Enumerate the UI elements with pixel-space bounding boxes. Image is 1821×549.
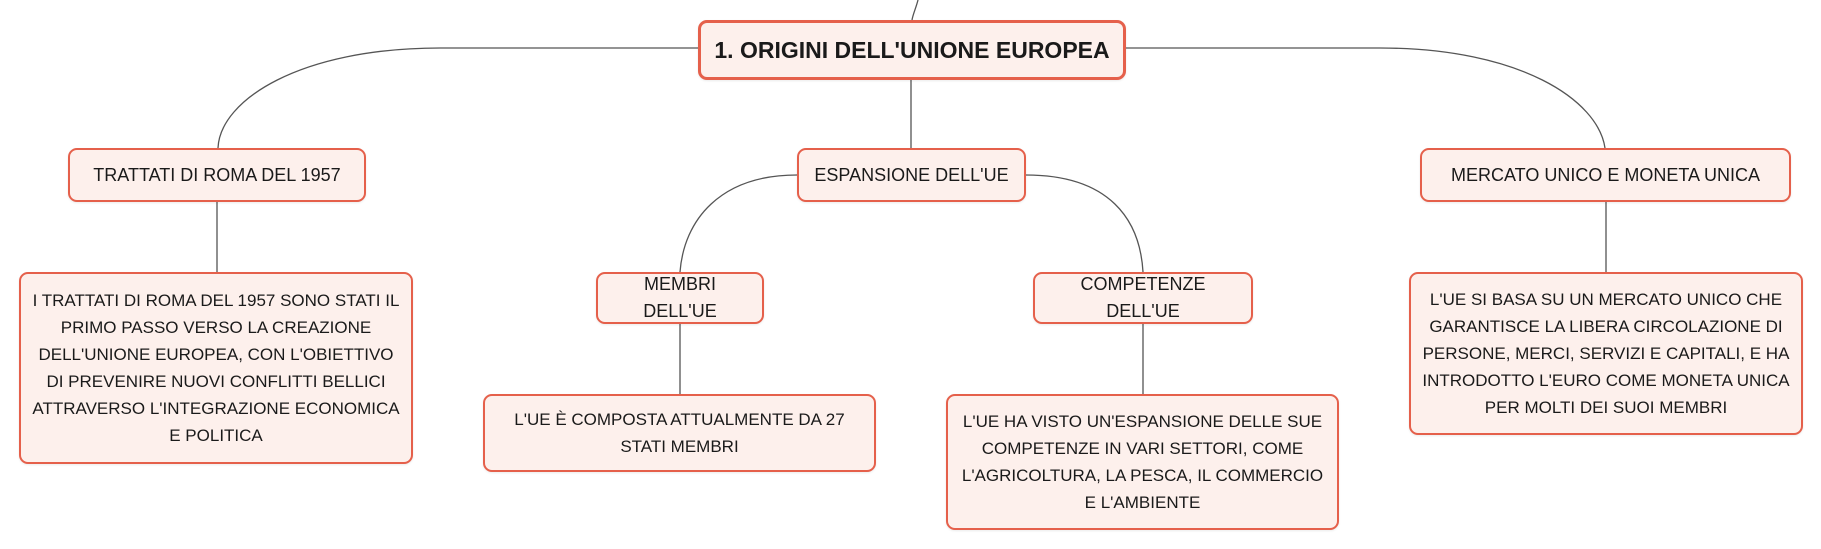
topic-competenze-ue[interactable]: COMPETENZE DELL'UE [1033,272,1253,324]
connector-espansione-competenze [1025,174,1144,273]
connector-parent-root [911,0,919,21]
connector-root-trattati [217,47,698,149]
connector-root-mercato [1126,47,1606,149]
topic-mercato-unico[interactable]: MERCATO UNICO E MONETA UNICA [1420,148,1791,202]
topic-trattati-di-roma[interactable]: TRATTATI DI ROMA DEL 1957 [68,148,366,202]
topic-membri-ue[interactable]: MEMBRI DELL'UE [596,272,764,324]
detail-mercato-unico[interactable]: L'UE SI BASA SU UN MERCATO UNICO CHE GAR… [1409,272,1803,435]
topic-espansione-ue[interactable]: ESPANSIONE DELL'UE [797,148,1026,202]
detail-trattati-di-roma[interactable]: I TRATTATI DI ROMA DEL 1957 SONO STATI I… [19,272,413,464]
connector-espansione-membri [679,174,798,273]
detail-competenze-ue[interactable]: L'UE HA VISTO UN'ESPANSIONE DELLE SUE CO… [946,394,1339,530]
detail-membri-ue[interactable]: L'UE È COMPOSTA ATTUALMENTE DA 27 STATI … [483,394,876,472]
root-topic[interactable]: 1. ORIGINI DELL'UNIONE EUROPEA [698,20,1126,80]
